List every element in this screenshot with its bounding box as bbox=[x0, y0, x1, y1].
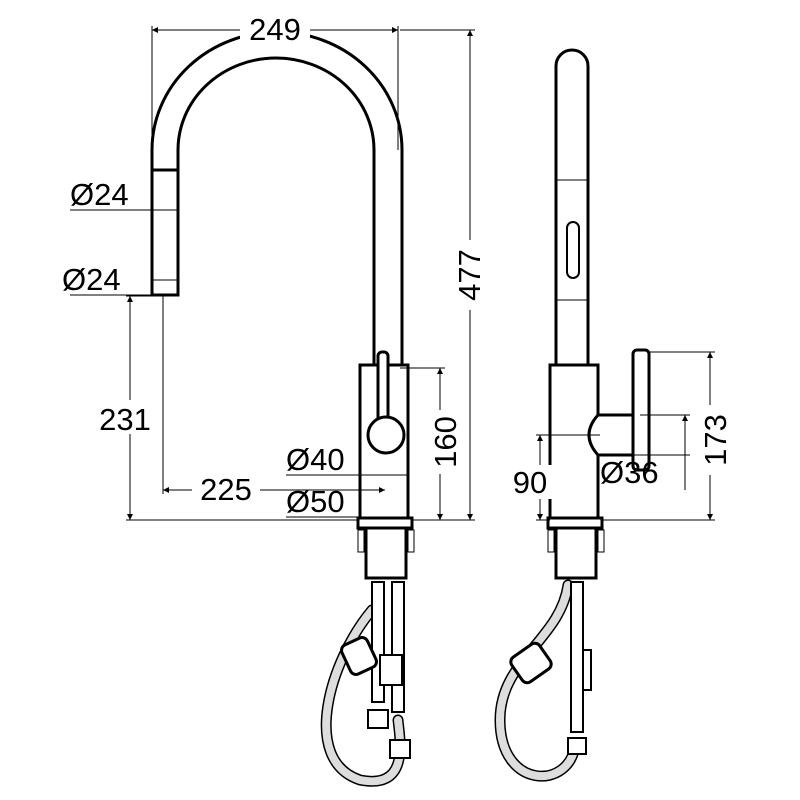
lever-hub-diameter: Ø36 bbox=[600, 455, 659, 490]
lever-handle-side bbox=[631, 348, 651, 472]
lever-height-dimension: 173 bbox=[698, 414, 733, 466]
lever-axis-dimension: 90 bbox=[513, 465, 547, 500]
lever-hub bbox=[366, 415, 406, 455]
base-diameter: Ø50 bbox=[286, 484, 345, 519]
front-view: 249 477 Ø24 Ø24 231 225 Ø40 Ø50 160 bbox=[62, 12, 488, 787]
lever-handle bbox=[376, 350, 390, 424]
spout-outer bbox=[150, 30, 404, 365]
side-view: 173 90 Ø36 bbox=[494, 48, 736, 782]
height-dimension: 477 bbox=[452, 249, 487, 301]
outlet-height-dimension: 231 bbox=[99, 402, 151, 437]
spout-side bbox=[554, 48, 590, 367]
reach-dimension: 225 bbox=[200, 472, 252, 507]
spray-button bbox=[566, 221, 580, 279]
spray-top-diameter: Ø24 bbox=[70, 177, 129, 212]
body-diameter: Ø40 bbox=[286, 442, 345, 477]
mount-block bbox=[364, 526, 408, 580]
spray-bottom-diameter: Ø24 bbox=[62, 262, 121, 297]
body-height-dimension: 160 bbox=[428, 416, 463, 468]
hose-weight bbox=[340, 636, 378, 676]
spout-inner bbox=[176, 56, 376, 365]
width-dimension: 249 bbox=[249, 12, 301, 47]
hose-weight-side bbox=[509, 641, 553, 685]
spray-head bbox=[150, 168, 180, 297]
